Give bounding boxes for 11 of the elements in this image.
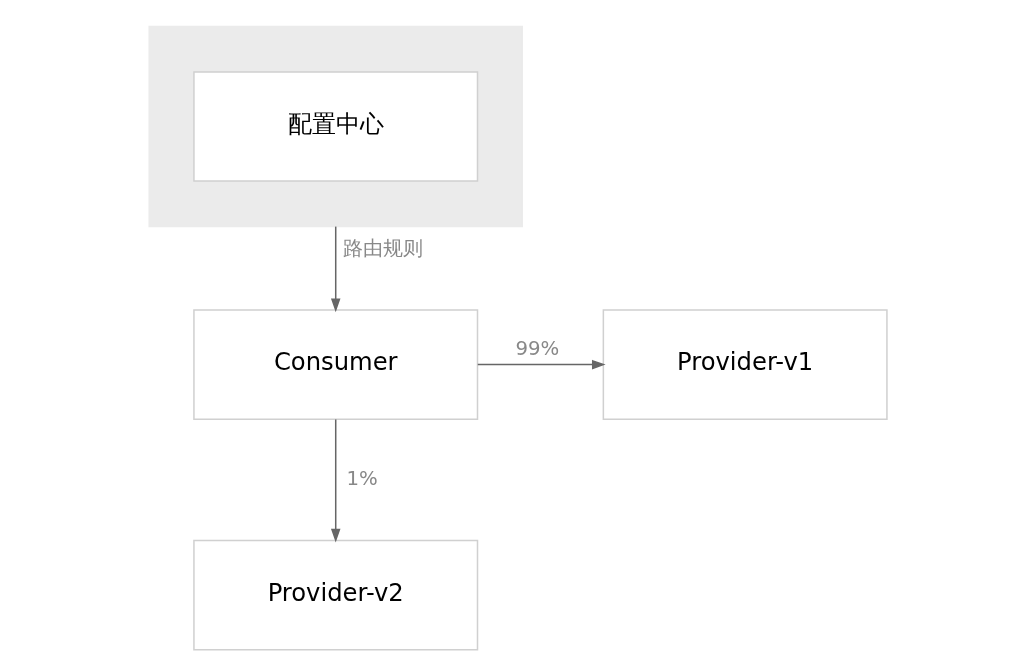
node-box: Provider-v2 bbox=[193, 539, 479, 651]
node-box: 配置中心 bbox=[193, 71, 479, 182]
edge-label: 99% bbox=[515, 336, 560, 360]
cluster bbox=[148, 25, 523, 228]
arrow bbox=[330, 418, 341, 543]
edge-label: 路由规则 bbox=[343, 236, 424, 260]
edge-label: 1% bbox=[346, 467, 378, 491]
node-box: Provider-v1 bbox=[602, 309, 888, 420]
arrow bbox=[330, 225, 341, 313]
node-box: Consumer bbox=[193, 309, 479, 420]
arrow bbox=[477, 359, 606, 370]
